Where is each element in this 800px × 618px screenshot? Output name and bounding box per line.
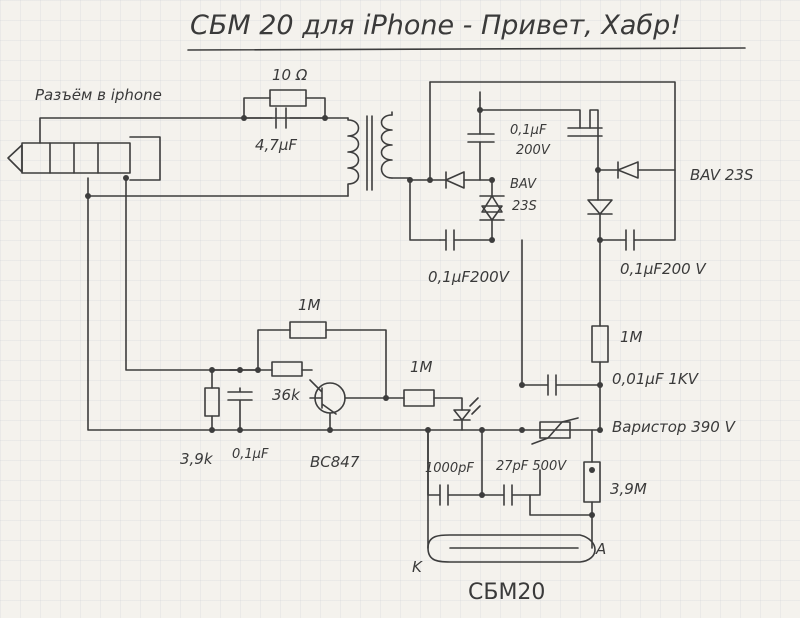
label-27pF-500V: 27pF 500V: [496, 459, 567, 474]
label-cathode: K: [412, 558, 422, 576]
label-bav-mid-1: BAV: [510, 177, 537, 192]
label-36k: 36k: [272, 386, 300, 404]
resistor-36k: [271, 361, 303, 377]
resistor-3-9k: [204, 387, 220, 417]
diode-left: [445, 171, 465, 189]
capacitor-0-1uF-bottom: [227, 369, 253, 431]
label-0-01uF-1kV: 0,01μF 1KV: [612, 370, 698, 388]
label-3-9M: 3,9M: [610, 480, 647, 498]
label-0-1uF-bottom: 0,1μF: [232, 447, 269, 462]
label-200V: 200V: [516, 143, 550, 158]
diode-bav23s-right: [587, 199, 613, 215]
label-varistor: Варистор 390 V: [612, 418, 735, 436]
label-4-7uF: 4,7μF: [255, 136, 298, 154]
label-0-1uF-200V-right: 0,1μF200 V: [620, 260, 706, 278]
diode-bav23s-mid: [479, 195, 505, 221]
label-jack: Разъём в iphone: [35, 86, 162, 104]
junction-dots: [85, 107, 603, 518]
label-10-ohm: 10 Ω: [272, 66, 308, 84]
varistor-390V: [539, 421, 571, 439]
audio-jack-plug: [7, 136, 161, 181]
label-1M-right: 1M: [620, 328, 643, 346]
resistor-1M-right: [591, 325, 609, 363]
label-1M-middle: 1M: [410, 358, 433, 376]
capacitor-4-7uF: [275, 107, 287, 129]
label-1M-top: 1M: [298, 296, 321, 314]
label-tube: СБМ20: [468, 580, 546, 605]
transformer-core: [366, 115, 373, 191]
label-bav-mid-2: 23S: [512, 199, 537, 214]
wire-top: [39, 117, 349, 144]
resistor-1M-middle: [403, 389, 435, 407]
resistor-10-ohm: [269, 89, 307, 107]
label-bav-right: BAV 23S: [690, 166, 754, 184]
resistor-1M-top: [289, 321, 327, 339]
label-anode: A: [596, 540, 607, 558]
label-0-1uF-200V-left: 0,1μF200V: [428, 268, 509, 286]
label-0-1uF-top: 0,1μF: [510, 123, 547, 138]
label-1000pF: 1000pF: [425, 461, 474, 476]
led-symbol: [453, 397, 481, 431]
label-3-9k: 3,9k: [180, 450, 213, 468]
label-bc847: BC847: [310, 453, 360, 471]
title-underline: [187, 47, 746, 51]
transformer-secondary: [380, 114, 393, 179]
page-title: СБМ 20 для iPhone - Привет, Хабр!: [190, 10, 682, 41]
diode-right: [617, 161, 639, 179]
transformer-primary: [347, 117, 360, 197]
capacitor-0-1uF-top: [467, 133, 495, 143]
geiger-tube-sbm20: [427, 534, 596, 563]
